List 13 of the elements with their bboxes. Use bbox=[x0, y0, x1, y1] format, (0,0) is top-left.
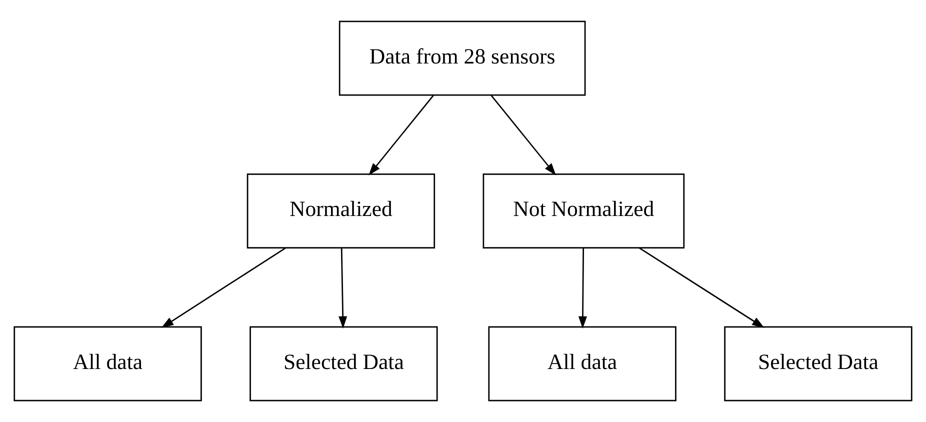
arrow bbox=[490, 94, 556, 176]
node-box: Normalized bbox=[246, 174, 436, 248]
arrow bbox=[578, 248, 588, 329]
node-box: Selected Data bbox=[250, 326, 438, 402]
arrow bbox=[638, 247, 764, 328]
node-box: Data from 28 sensors bbox=[338, 20, 586, 96]
arrow bbox=[161, 247, 286, 328]
node-box: Selected Data bbox=[724, 326, 912, 402]
arrow bbox=[338, 248, 348, 329]
arrow bbox=[368, 94, 434, 176]
node-box: Not Normalized bbox=[482, 174, 685, 248]
node-box: All data bbox=[488, 326, 676, 402]
node-box: All data bbox=[14, 326, 202, 402]
